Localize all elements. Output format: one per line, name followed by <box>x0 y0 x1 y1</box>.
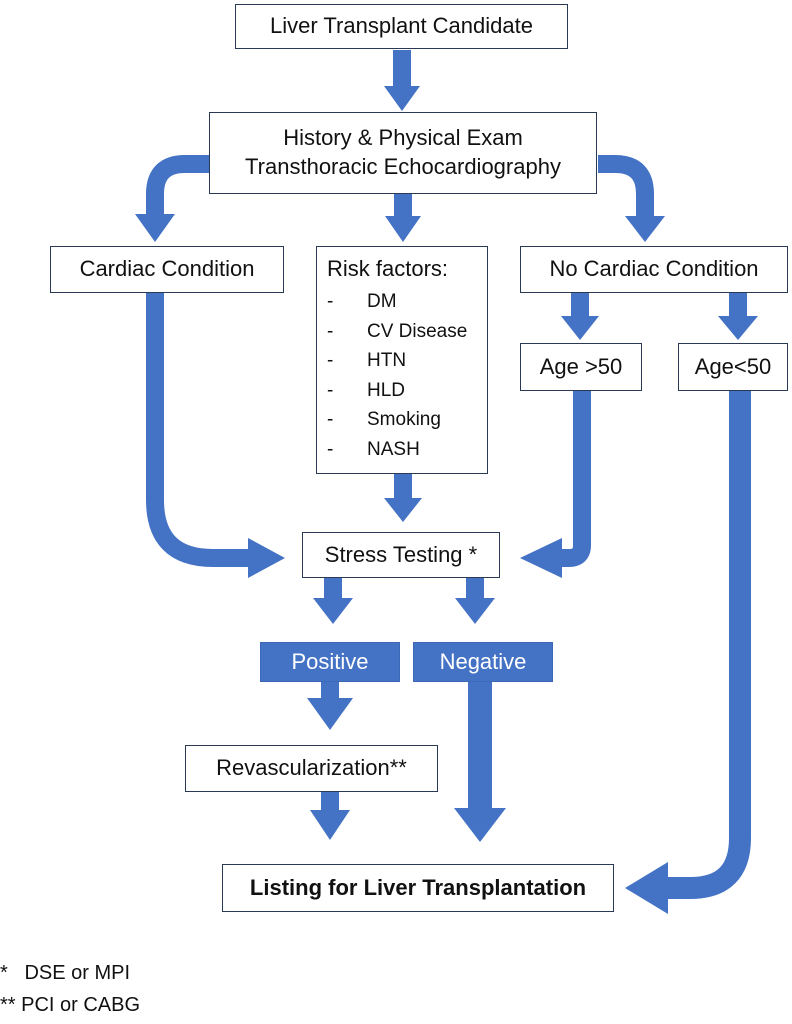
arrowhead-risk <box>385 216 421 242</box>
risk-item-hld: -HLD <box>327 379 406 401</box>
arrowhead-stress-left <box>248 538 285 578</box>
node-positive: Positive <box>260 642 400 682</box>
arrow-age-under-to-listing <box>665 391 751 899</box>
node-start: Liver Transplant Candidate <box>235 4 568 49</box>
node-no-cardiac-condition: No Cardiac Condition <box>520 246 788 293</box>
arrowhead-positive <box>313 598 353 624</box>
risk-item-cv-disease: -CV Disease <box>327 320 468 342</box>
risk-item-nash: -NASH <box>327 438 420 460</box>
arrowhead-listing-right <box>625 862 668 914</box>
node-listing: Listing for Liver Transplantation <box>222 864 614 912</box>
arrow-exam-to-no-cardiac <box>598 155 654 218</box>
node-age-over-50: Age >50 <box>520 343 642 391</box>
node-risk-factors: Risk factors: -DM -CV Disease -HTN -HLD … <box>316 246 488 474</box>
footnote-revascularization: ** PCI or CABG <box>0 994 141 1016</box>
node-stress-testing: Stress Testing * <box>302 532 500 578</box>
arrowhead-revasc <box>307 698 353 730</box>
risk-item-smoking: -Smoking <box>327 409 441 430</box>
arrowhead-stress-right <box>520 538 562 578</box>
arrowhead-cardiac <box>135 214 175 242</box>
exam-line-2: Transthoracic Echocardiography <box>245 154 561 179</box>
node-age-under-50: Age<50 <box>678 343 788 391</box>
arrow-cardiac-to-stress <box>146 293 250 567</box>
arrowhead-stress-top <box>384 498 422 522</box>
risk-item-htn: -HTN <box>327 350 407 371</box>
arrowhead-no-cardiac <box>625 216 665 242</box>
risk-item-dm: -DM <box>327 291 397 312</box>
arrowhead-age-over <box>561 316 599 340</box>
node-cardiac-condition: Cardiac Condition <box>50 246 284 293</box>
node-exam: History & Physical Exam Transthoracic Ec… <box>209 112 597 194</box>
arrowhead-negative <box>455 598 495 624</box>
node-negative: Negative <box>413 642 553 682</box>
node-revascularization: Revascularization** <box>185 745 438 792</box>
arrow-age-over-to-stress <box>560 391 591 567</box>
risk-factors-title: Risk factors: <box>327 256 449 281</box>
arrowhead-revasc-listing <box>310 810 350 840</box>
arrowhead-exam <box>384 86 420 111</box>
exam-line-1: History & Physical Exam <box>283 125 523 151</box>
arrowhead-age-under <box>718 316 758 340</box>
arrow-exam-to-cardiac <box>146 155 210 216</box>
footnote-stress-testing: * DSE or MPI <box>0 962 131 984</box>
arrowhead-negative-listing <box>454 808 506 842</box>
